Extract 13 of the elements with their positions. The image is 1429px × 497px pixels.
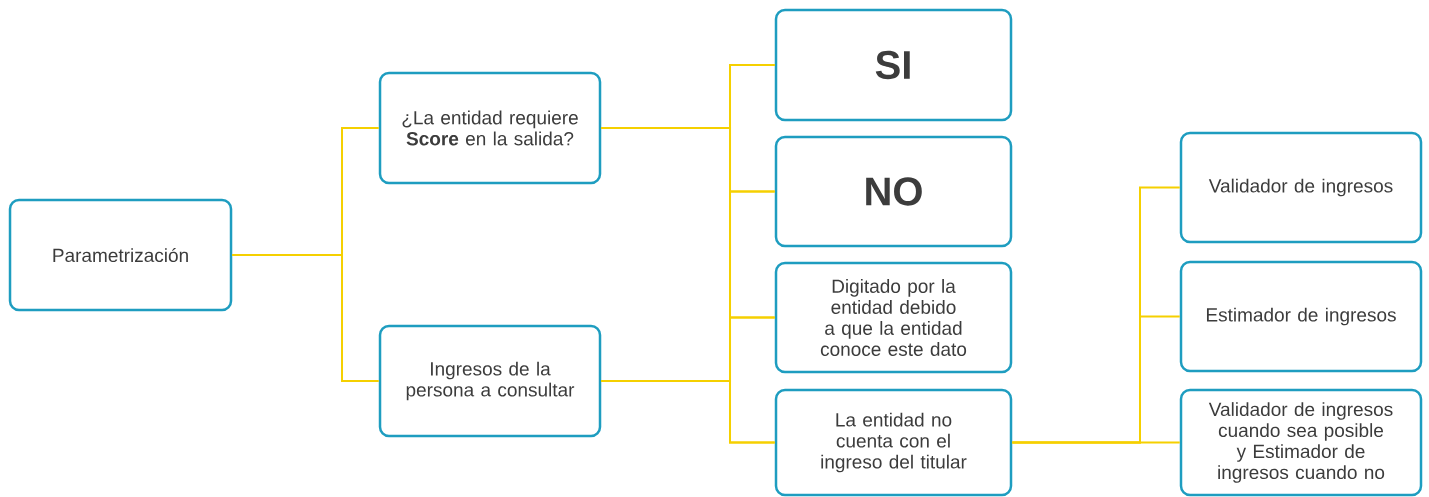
- process-box: Digitado por la entidad debido a que la entidad conoce este dato: [774, 261, 1013, 374]
- process-box: Ingresos de la persona a consultar: [378, 324, 602, 438]
- answer-box: NO: [774, 135, 1013, 248]
- connector-line: [231, 254, 380, 382]
- process-box: Estimador de ingresos: [1179, 260, 1423, 373]
- process-box: Parametrización: [8, 198, 233, 312]
- connector-line: [1011, 441, 1181, 444]
- process-box: La entidad no cuenta con el ingreso del titular: [774, 388, 1013, 497]
- answer-box: SI: [774, 8, 1013, 122]
- connector-line: [600, 380, 776, 444]
- process-box: Validador de ingresos cuando sea posible y Estimador de ingresos cuando no: [1179, 388, 1423, 497]
- process-box: Validador de ingresos: [1179, 131, 1423, 244]
- process-box: ¿La entidad requiere Score en la salida?: [378, 71, 602, 185]
